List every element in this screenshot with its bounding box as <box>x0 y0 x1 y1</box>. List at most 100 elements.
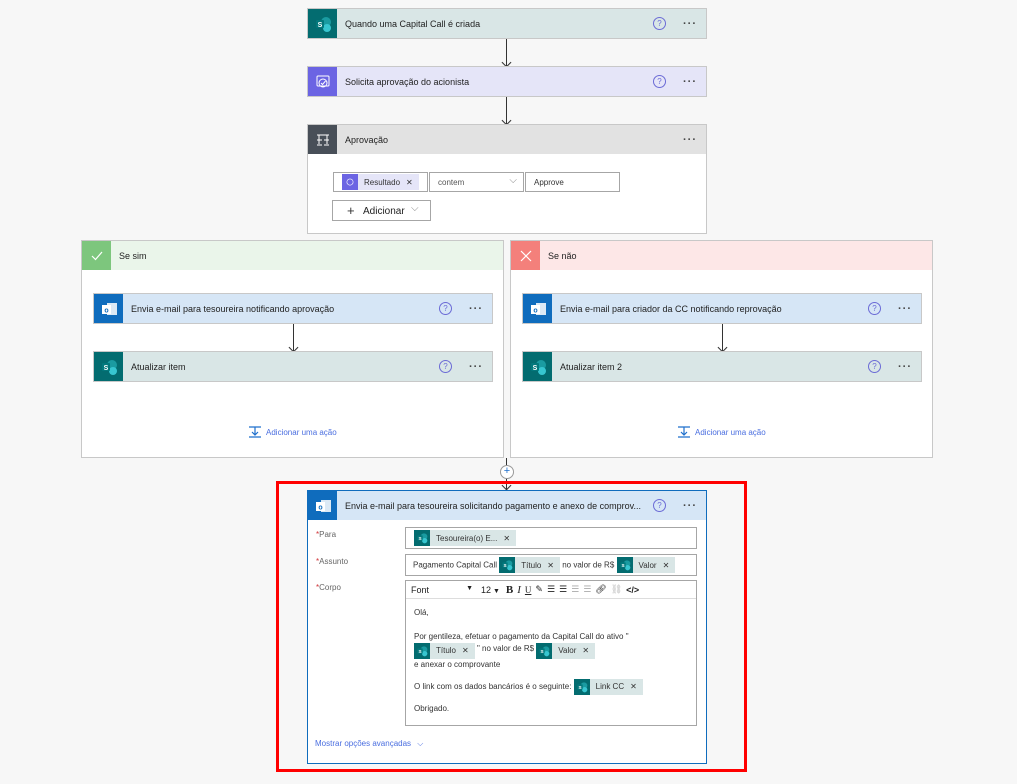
condition-left-operand[interactable]: Resultado ✕ <box>333 172 428 192</box>
token-label: Resultado <box>364 177 401 187</box>
action-title: Envia e-mail para criador da CC notifica… <box>560 303 782 314</box>
condition-value: Approve <box>534 178 564 187</box>
more-options-icon[interactable]: ··· <box>683 133 697 146</box>
body-label: *Corpo <box>316 583 341 592</box>
add-action-link[interactable]: Adicionar uma ação <box>677 426 766 438</box>
more-options-icon[interactable]: ··· <box>683 75 697 88</box>
body-mid: " no valor de R$ <box>476 644 535 653</box>
condition-card[interactable]: Aprovação ··· Resultado ✕ contem ⌵ Appro… <box>307 124 707 234</box>
plus-icon: + <box>347 203 355 218</box>
help-icon[interactable]: ? <box>653 499 666 512</box>
sharepoint-icon <box>499 557 516 573</box>
insert-step-button[interactable]: + <box>500 465 514 479</box>
sharepoint-icon <box>308 9 337 38</box>
connector-arrow <box>506 97 507 124</box>
remove-token-icon[interactable]: ✕ <box>630 682 637 691</box>
chevron-down-icon: ⌵ <box>411 203 419 214</box>
more-options-icon[interactable]: ··· <box>898 360 912 373</box>
body-greeting: Olá, <box>414 608 429 617</box>
token-label: Tesoureira(o) E... <box>436 533 498 543</box>
help-icon[interactable]: ? <box>439 360 452 373</box>
check-icon <box>82 241 111 270</box>
add-action-link[interactable]: Adicionar uma ação <box>248 426 337 438</box>
to-label: *Para <box>316 530 337 539</box>
code-view-icon[interactable]: </> <box>626 584 640 595</box>
outlook-icon <box>94 294 123 323</box>
token-label: Valor <box>558 646 577 655</box>
body-closing: Obrigado. <box>414 704 450 713</box>
more-options-icon[interactable]: ··· <box>683 17 697 30</box>
remove-token-icon[interactable]: ✕ <box>406 177 413 187</box>
color-pen-icon[interactable]: ✎ <box>535 584 543 594</box>
outlook-icon <box>308 491 337 520</box>
help-icon[interactable]: ? <box>653 75 666 88</box>
body-editor[interactable]: Font▼ 12 ▼ B I U ✎ ☰ ☰ ☰ ☰ 🔗︎ ⛓︎ </> Olá… <box>405 580 697 726</box>
font-size-select[interactable]: 12 ▼ <box>481 585 500 595</box>
bullet-list-icon[interactable]: ☰ <box>559 584 568 594</box>
body-line3: O link com os dados bancários é o seguin… <box>414 682 572 691</box>
help-icon[interactable]: ? <box>653 17 666 30</box>
branch-no: Se não Envia e-mail para criador da CC n… <box>510 240 933 458</box>
token-label: Valor <box>638 560 657 570</box>
help-icon[interactable]: ? <box>868 302 881 315</box>
bold-icon[interactable]: B <box>505 583 514 596</box>
font-select[interactable]: Font▼ <box>411 585 473 595</box>
chevron-down-icon: ⌵ <box>417 739 424 748</box>
more-options-icon[interactable]: ··· <box>469 302 483 315</box>
sharepoint-icon <box>616 557 633 573</box>
more-options-icon[interactable]: ··· <box>469 360 483 373</box>
branch-yes: Se sim Envia e-mail para tesoureira noti… <box>81 240 504 458</box>
indent-icon[interactable]: ☰ <box>583 584 592 594</box>
to-field[interactable]: Tesoureira(o) E... ✕ <box>405 527 697 549</box>
body-content[interactable]: Olá, Por gentileza, efetuar o pagamento … <box>414 607 690 715</box>
outdent-icon[interactable]: ☰ <box>571 584 580 594</box>
more-options-icon[interactable]: ··· <box>683 499 697 512</box>
remove-token-icon[interactable]: ✕ <box>462 646 469 655</box>
remove-token-icon[interactable]: ✕ <box>547 560 554 570</box>
action-card[interactable]: Atualizar item 2 ? ··· <box>522 351 922 382</box>
connector-arrow <box>293 324 294 351</box>
body-line1: Por gentileza, efetuar o pagamento da Ca… <box>414 632 629 641</box>
remove-token-icon[interactable]: ✕ <box>582 646 590 655</box>
action-title: Atualizar item 2 <box>560 361 623 372</box>
token-label: Link CC <box>595 682 625 691</box>
remove-token-icon[interactable]: ✕ <box>503 533 511 543</box>
sharepoint-icon <box>94 352 123 381</box>
branch-yes-title: Se sim <box>119 250 147 261</box>
numbered-list-icon[interactable]: ☰ <box>546 584 556 594</box>
approvals-icon <box>308 67 337 96</box>
email-action-card[interactable]: Envia e-mail para tesoureira solicitando… <box>307 490 707 764</box>
operator-value: contem <box>438 178 465 187</box>
add-condition-button[interactable]: + Adicionar ⌵ <box>332 200 431 221</box>
body-line2: e anexar o comprovante <box>414 660 501 669</box>
condition-value-input[interactable]: Approve <box>525 172 620 192</box>
action-card[interactable]: Envia e-mail para criador da CC notifica… <box>522 293 922 324</box>
remove-token-icon[interactable]: ✕ <box>662 560 670 570</box>
condition-operator-select[interactable]: contem ⌵ <box>429 172 524 192</box>
token-label: Título <box>521 560 542 570</box>
italic-icon[interactable]: I <box>517 583 521 596</box>
add-action-label: Adicionar uma ação <box>695 427 766 437</box>
more-options-icon[interactable]: ··· <box>898 302 912 315</box>
unlink-icon[interactable]: ⛓︎ <box>610 584 623 594</box>
connector-arrow <box>506 39 507 66</box>
add-condition-label: Adicionar <box>363 206 405 217</box>
action-card[interactable]: Atualizar item ? ··· <box>93 351 493 382</box>
approval-card[interactable]: Solicita aprovação do acionista ? ··· <box>307 66 707 97</box>
add-action-label: Adicionar uma ação <box>266 427 337 437</box>
approval-title: Solicita aprovação do acionista <box>345 76 470 87</box>
font-size-value: 12 <box>481 584 492 595</box>
subject-field[interactable]: Pagamento Capital Call Título ✕ no valor… <box>405 554 697 576</box>
link-icon[interactable]: 🔗︎ <box>595 584 607 594</box>
branch-no-title: Se não <box>548 250 577 261</box>
help-icon[interactable]: ? <box>868 360 881 373</box>
condition-title: Aprovação <box>345 134 389 145</box>
trigger-card[interactable]: Quando uma Capital Call é criada ? ··· <box>307 8 707 39</box>
underline-icon[interactable]: U <box>524 584 532 595</box>
show-advanced-options-link[interactable]: Mostrar opções avançadas ⌵ <box>315 739 423 749</box>
caret-down-icon: ▼ <box>466 584 473 592</box>
condition-icon <box>308 125 337 154</box>
action-card[interactable]: Envia e-mail para tesoureira notificando… <box>93 293 493 324</box>
token-label: Título <box>436 646 457 655</box>
help-icon[interactable]: ? <box>439 302 452 315</box>
